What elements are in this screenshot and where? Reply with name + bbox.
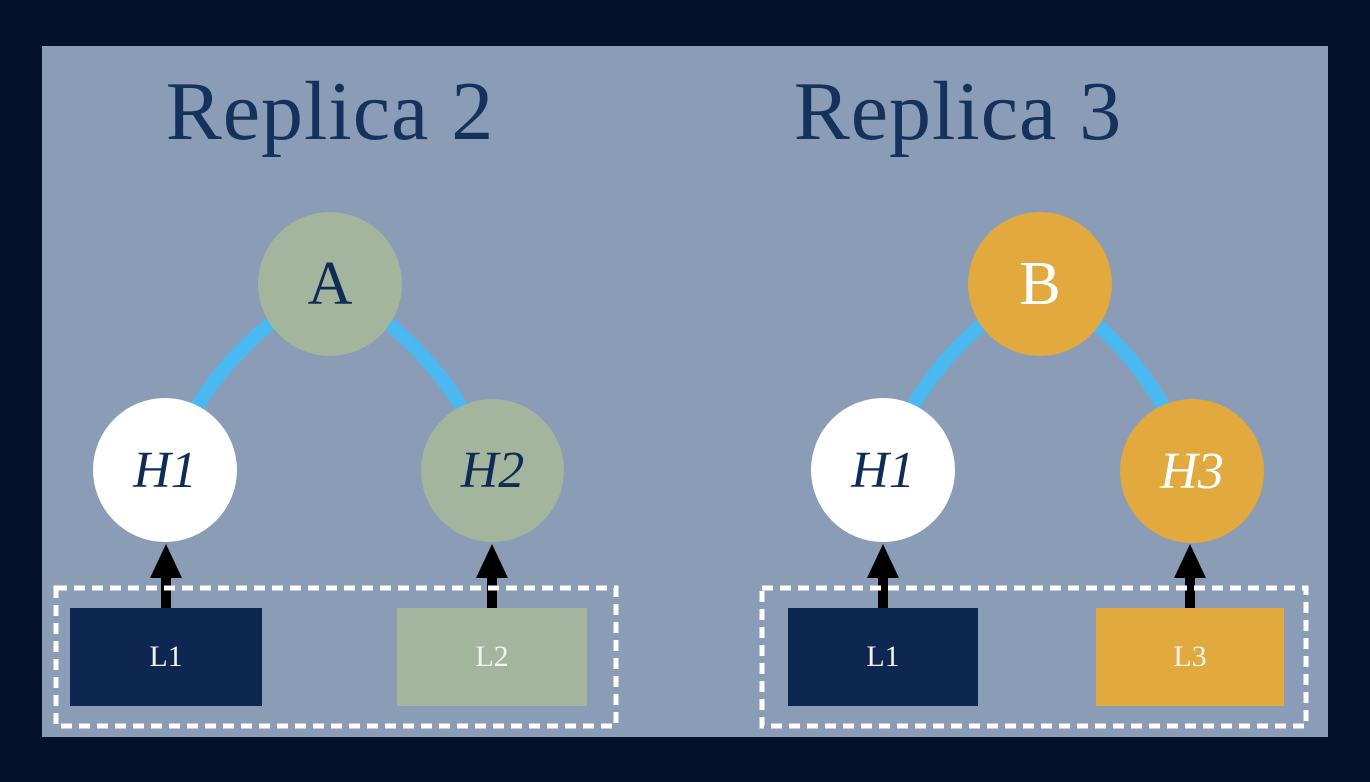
node-a-label: A <box>307 249 353 318</box>
replica-2-title: Replica 2 <box>165 65 495 158</box>
node-h1-replica2: H1 <box>93 398 237 542</box>
replica-3-title: Replica 3 <box>793 65 1123 158</box>
node-h2: H2 <box>421 399 564 542</box>
leaf-l3-label: L3 <box>1173 640 1207 673</box>
leaf-l1-replica2-label: L1 <box>149 640 183 673</box>
node-h1-replica3: H1 <box>811 398 955 542</box>
node-b: B <box>968 212 1112 356</box>
leaf-l1-replica3: L1 <box>788 608 978 706</box>
node-h3: H3 <box>1120 399 1264 543</box>
node-h1-replica3-label: H1 <box>851 441 915 499</box>
leaf-l2-label: L2 <box>475 640 509 673</box>
leaf-l2: L2 <box>397 608 587 706</box>
node-b-label: B <box>1019 249 1061 318</box>
leaf-l1-replica3-label: L1 <box>866 640 900 673</box>
node-h2-label: H2 <box>460 442 525 499</box>
leaf-l1-replica2: L1 <box>70 608 262 706</box>
node-a: A <box>258 212 402 356</box>
leaf-l3: L3 <box>1096 608 1284 706</box>
node-h1-replica2-label: H1 <box>133 441 197 499</box>
node-h3-label: H3 <box>1160 442 1224 500</box>
